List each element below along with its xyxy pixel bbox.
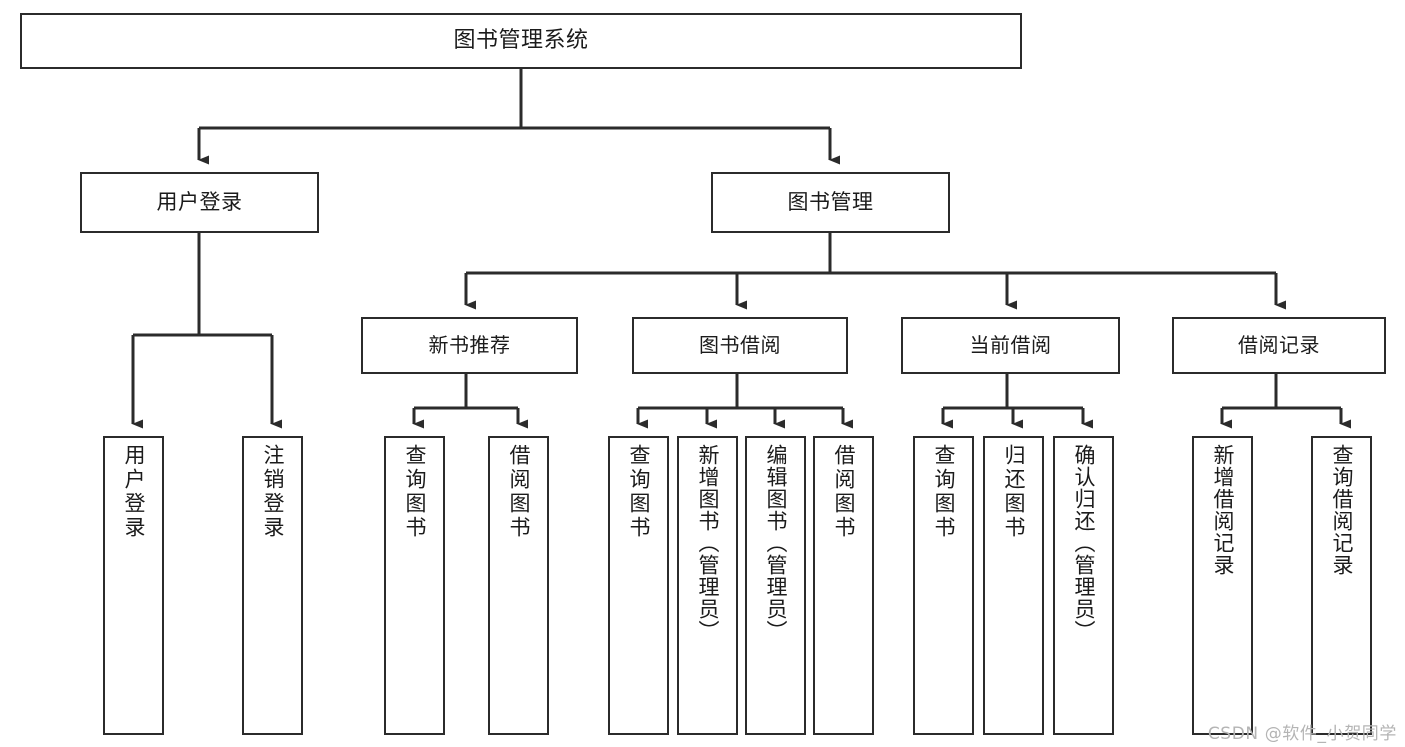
node-leaf-borrow-record-add-label: 新增借阅记录 (1211, 444, 1235, 576)
node-user-login[interactable]: 用户登录 (80, 172, 319, 233)
node-leaf-user-login-logout-label: 注销登录 (261, 444, 285, 540)
node-leaf-book-borrow-borrow[interactable]: 借阅图书 (813, 436, 874, 735)
node-leaf-book-borrow-borrow-label: 借阅图书 (832, 444, 856, 540)
node-leaf-new-book-query[interactable]: 查询图书 (384, 436, 445, 735)
node-leaf-current-borrow-return-label: 归还图书 (1002, 444, 1026, 540)
node-root-system[interactable]: 图书管理系统 (20, 13, 1022, 69)
node-leaf-new-book-borrow-label: 借阅图书 (507, 444, 531, 540)
node-leaf-book-borrow-add[interactable]: 新增图书（管理员） (677, 436, 738, 735)
node-leaf-current-borrow-confirm-label: 确认归还（管理员） (1072, 444, 1096, 642)
node-root-system-label: 图书管理系统 (453, 27, 589, 53)
node-leaf-borrow-record-query[interactable]: 查询借阅记录 (1311, 436, 1372, 735)
node-leaf-borrow-record-query-label: 查询借阅记录 (1330, 444, 1354, 576)
node-leaf-user-login-login-label: 用户登录 (122, 444, 146, 540)
node-leaf-current-borrow-return[interactable]: 归还图书 (983, 436, 1044, 735)
node-leaf-book-borrow-edit-label: 编辑图书（管理员） (764, 444, 788, 642)
node-new-book-recommend[interactable]: 新书推荐 (361, 317, 578, 374)
node-leaf-book-borrow-edit[interactable]: 编辑图书（管理员） (745, 436, 806, 735)
node-leaf-book-borrow-query[interactable]: 查询图书 (608, 436, 669, 735)
node-leaf-new-book-query-label: 查询图书 (403, 444, 427, 540)
node-book-borrow-label: 图书借阅 (699, 333, 781, 358)
node-leaf-borrow-record-add[interactable]: 新增借阅记录 (1192, 436, 1253, 735)
node-leaf-current-borrow-confirm[interactable]: 确认归还（管理员） (1053, 436, 1114, 735)
node-leaf-book-borrow-query-label: 查询图书 (627, 444, 651, 540)
csdn-watermark: CSDN @软件_小贺同学 (1207, 724, 1397, 744)
node-leaf-user-login-logout[interactable]: 注销登录 (242, 436, 303, 735)
node-user-login-label: 用户登录 (156, 189, 243, 214)
node-leaf-current-borrow-query[interactable]: 查询图书 (913, 436, 974, 735)
node-book-management-label: 图书管理 (787, 189, 874, 214)
node-leaf-current-borrow-query-label: 查询图书 (932, 444, 956, 540)
node-borrow-record[interactable]: 借阅记录 (1172, 317, 1386, 374)
node-current-borrow[interactable]: 当前借阅 (901, 317, 1120, 374)
node-leaf-user-login-login[interactable]: 用户登录 (103, 436, 164, 735)
node-book-borrow[interactable]: 图书借阅 (632, 317, 848, 374)
node-borrow-record-label: 借阅记录 (1238, 333, 1320, 358)
node-leaf-book-borrow-add-label: 新增图书（管理员） (696, 444, 720, 642)
node-book-management[interactable]: 图书管理 (711, 172, 950, 233)
node-new-book-recommend-label: 新书推荐 (428, 333, 511, 358)
node-leaf-new-book-borrow[interactable]: 借阅图书 (488, 436, 549, 735)
node-current-borrow-label: 当前借阅 (969, 333, 1052, 358)
